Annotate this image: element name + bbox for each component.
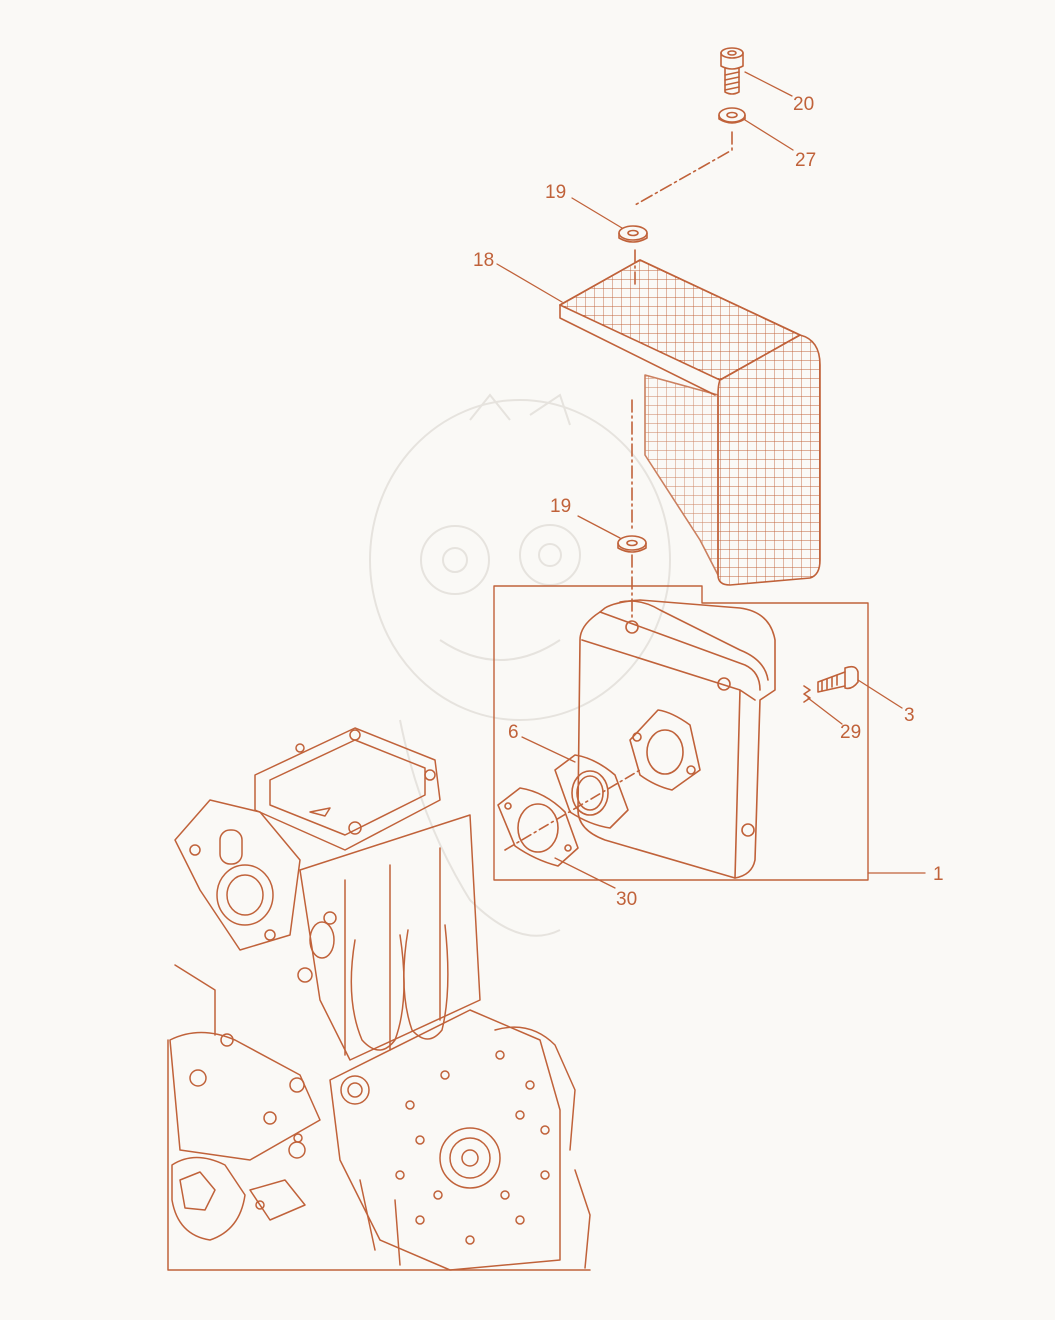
- engine-block: [167, 727, 591, 1271]
- leader-3: [857, 679, 903, 709]
- callout-leaders: [496, 71, 926, 889]
- leader-30: [554, 857, 616, 889]
- callout-1: 1: [933, 864, 944, 885]
- callout-30: 30: [616, 889, 637, 910]
- washer-part-27: [718, 107, 746, 124]
- callout-18: 18: [473, 250, 494, 271]
- leader-6: [521, 736, 576, 763]
- leader-29: [807, 697, 843, 725]
- leader-27: [744, 119, 794, 151]
- watermark-illustration: [369, 393, 671, 937]
- heat-shield-mesh: [559, 259, 821, 586]
- lock-washer-part-29: [803, 685, 811, 703]
- callout-6: 6: [508, 722, 519, 743]
- assembly-bracket: [493, 585, 869, 881]
- washer-part-19-upper: [618, 225, 648, 243]
- washer-part-19-lower: [617, 535, 647, 553]
- bolt-part-3: [817, 665, 859, 693]
- callout-19-upper: 19: [545, 182, 566, 203]
- muffler-body: [577, 599, 776, 879]
- callout-3: 3: [904, 705, 915, 726]
- gasket-center-line: [504, 769, 641, 851]
- leader-18: [496, 263, 563, 303]
- callout-19-lower: 19: [550, 496, 571, 517]
- leader-20: [744, 71, 793, 97]
- callout-27: 27: [795, 150, 816, 171]
- callout-20: 20: [793, 94, 814, 115]
- flange-gasket-part-30: [497, 787, 579, 867]
- leader-19-upper: [571, 197, 623, 229]
- cap-screw-part: [720, 47, 744, 95]
- flange-gasket-part-6: [554, 754, 629, 829]
- callout-29: 29: [840, 722, 861, 743]
- leader-19-lower: [577, 515, 621, 539]
